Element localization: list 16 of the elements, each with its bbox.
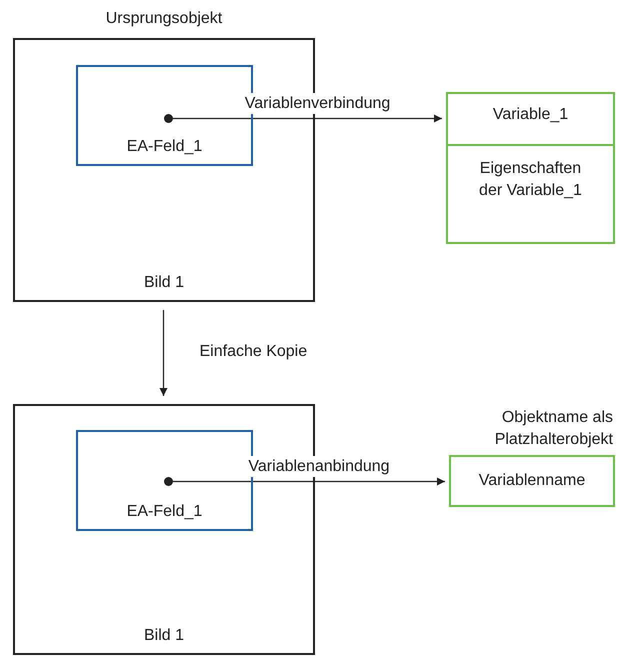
heading: Ursprungsobjekt <box>104 9 224 29</box>
screen-label: Bild 1 <box>142 626 186 646</box>
connection-dot <box>164 477 173 486</box>
variable-name: Variablenname <box>478 471 586 491</box>
placeholder-heading: Objektname als Platzhalterobjekt <box>494 408 613 450</box>
edge-label: Variablenverbindung <box>242 92 392 114</box>
screen-label: Bild 1 <box>142 273 186 294</box>
arrow <box>173 478 445 486</box>
field-label: EA-Feld_1 <box>126 502 204 522</box>
variable-name: Variable_1 <box>492 105 570 125</box>
field-label: EA-Feld_1 <box>126 137 204 158</box>
connection-dot <box>164 114 173 123</box>
variable-box <box>446 92 615 244</box>
variable-properties: Eigenschaften der Variable_1 <box>478 159 583 201</box>
arrow <box>160 310 168 396</box>
arrow <box>173 114 442 122</box>
